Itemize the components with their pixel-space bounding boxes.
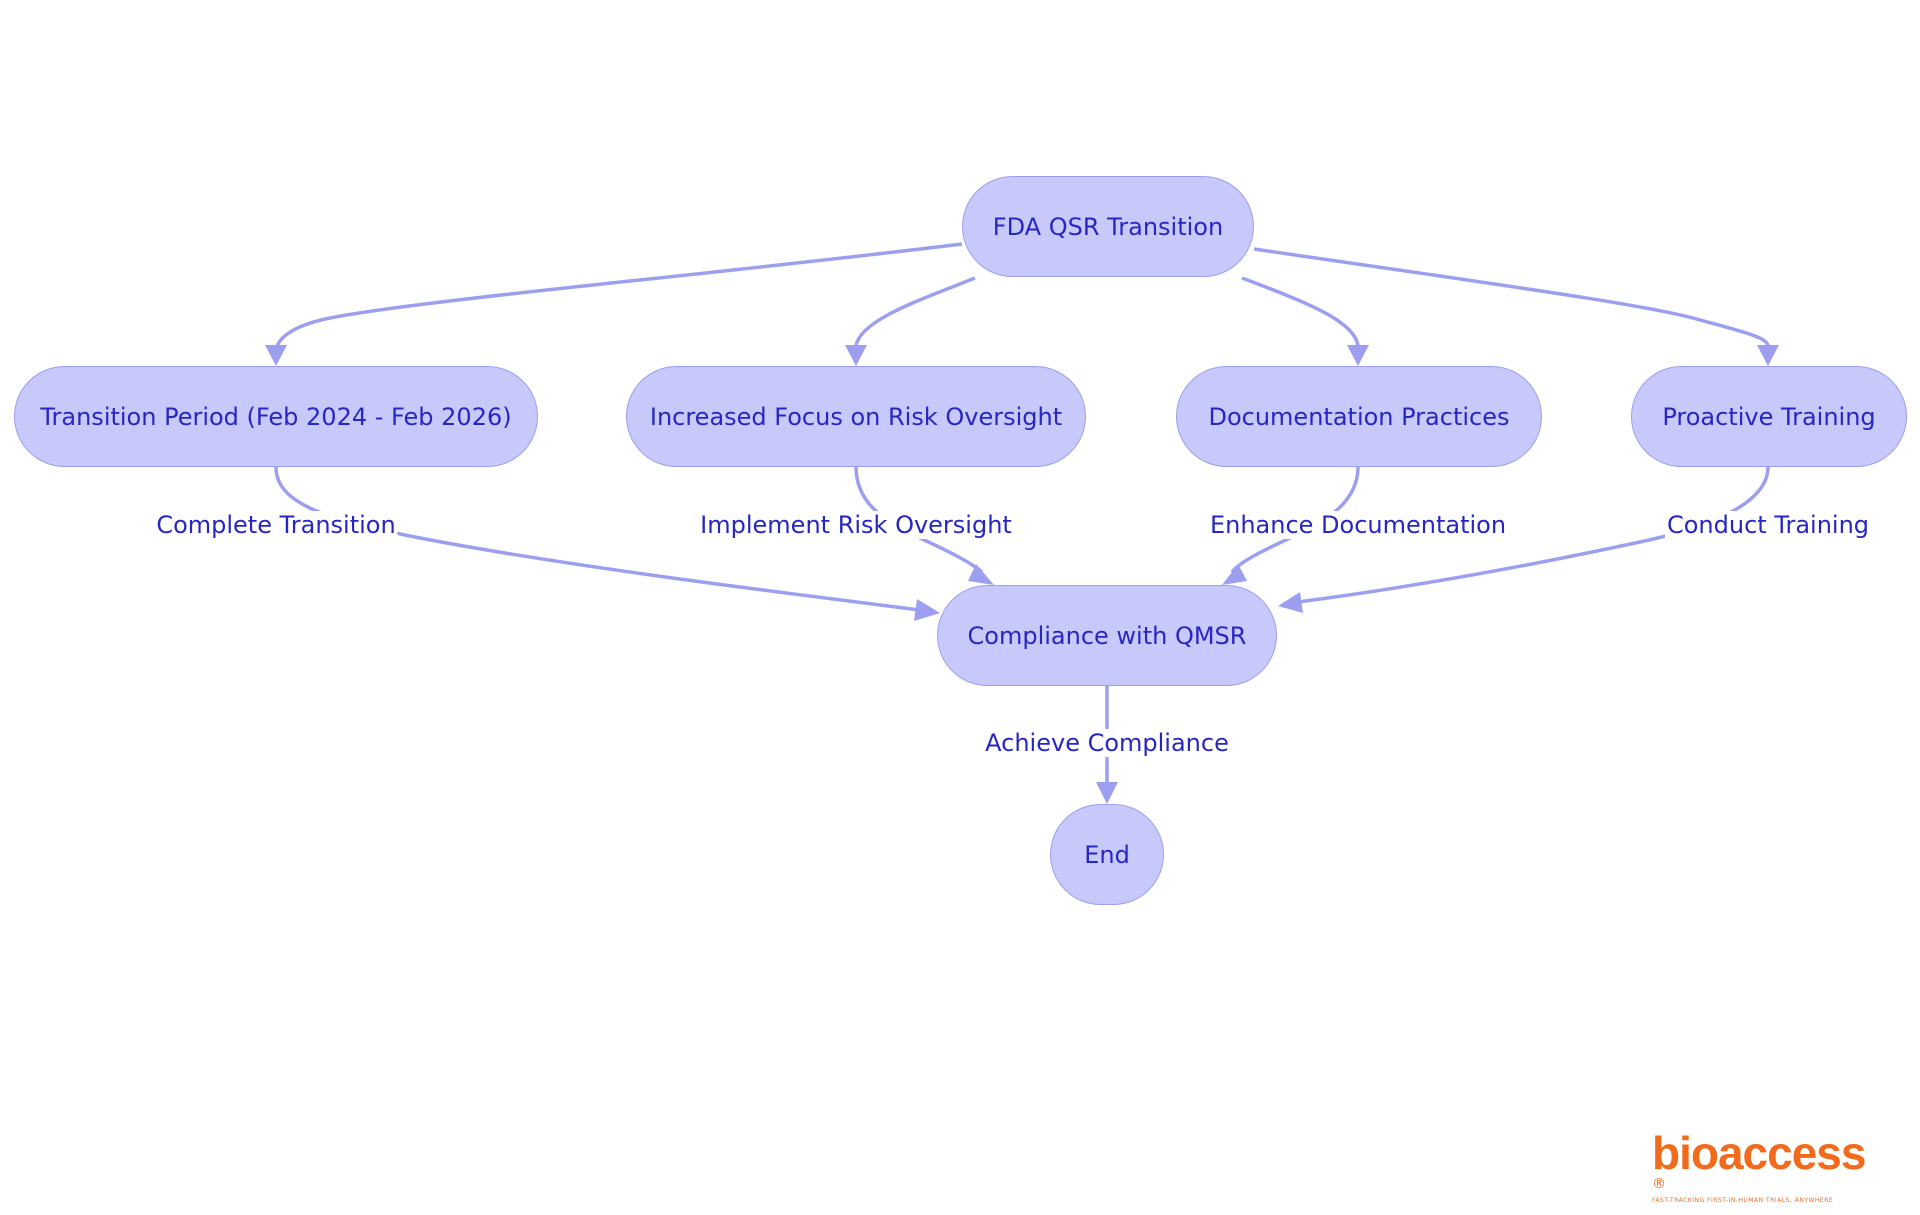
arrowhead-docs-compliance: [1222, 564, 1247, 585]
node-risk-oversight: Increased Focus on Risk Oversight: [626, 366, 1086, 467]
arrowhead-docs: [1347, 345, 1369, 366]
logo-wordmark: bioaccess: [1652, 1127, 1866, 1179]
node-compliance-qmsr: Compliance with QMSR: [937, 585, 1277, 686]
logo-tagline: FAST-TRACKING FIRST-IN-HUMAN TRIALS, ANY…: [1652, 1197, 1834, 1204]
edge-training-compliance: [1297, 466, 1770, 604]
edge-transition-compliance: [274, 466, 921, 612]
edge-root-risk: [854, 276, 976, 347]
arrowhead-risk: [845, 345, 867, 366]
arrowhead-end: [1096, 782, 1118, 804]
arrowhead-training-compliance: [1278, 592, 1303, 613]
arrowhead-risk-compliance: [968, 564, 994, 585]
registered-mark-icon: ®: [1652, 1176, 1666, 1192]
edge-root-training: [1253, 247, 1770, 347]
edge-label-implement-risk-oversight: Implement Risk Oversight: [698, 511, 1014, 539]
edge-root-transition: [274, 242, 963, 353]
edge-label-conduct-training: Conduct Training: [1664, 511, 1872, 539]
arrowhead-transition: [265, 345, 287, 366]
node-fda-qsr-transition: FDA QSR Transition: [962, 176, 1254, 277]
node-transition-period: Transition Period (Feb 2024 - Feb 2026): [14, 366, 538, 467]
edge-label-enhance-documentation: Enhance Documentation: [1207, 511, 1509, 539]
arrowhead-training: [1757, 345, 1779, 366]
bioaccess-logo: bioaccess® FAST-TRACKING FIRST-IN-HUMAN …: [1652, 1127, 1872, 1204]
node-end: End: [1050, 804, 1164, 905]
edge-label-complete-transition: Complete Transition: [154, 511, 398, 539]
arrowhead-transition-compliance: [914, 599, 940, 621]
edge-label-achieve-compliance: Achieve Compliance: [983, 729, 1231, 757]
node-proactive-training: Proactive Training: [1631, 366, 1907, 467]
node-documentation-practices: Documentation Practices: [1176, 366, 1542, 467]
edge-root-docs: [1241, 276, 1360, 347]
